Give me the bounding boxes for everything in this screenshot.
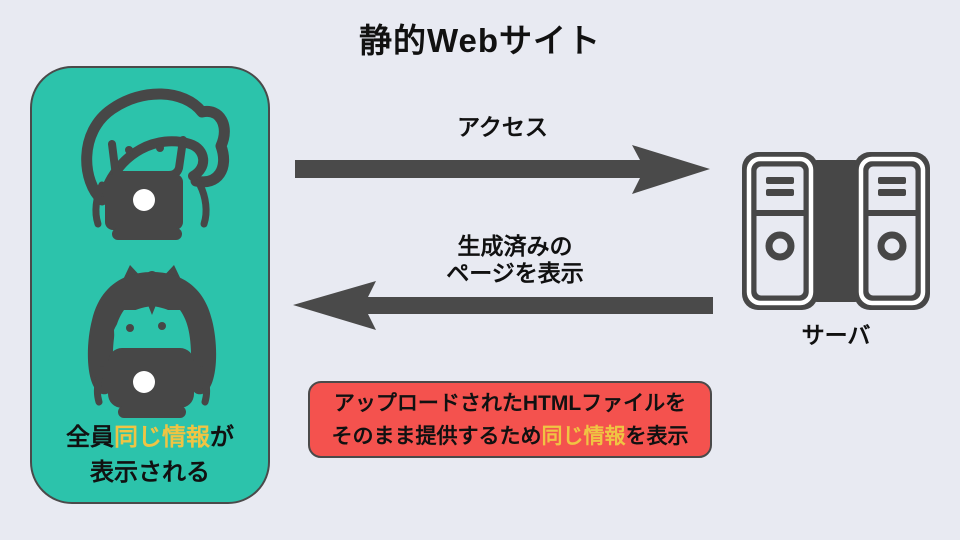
explanation-note: アップロードされたHTMLファイルを そのまま提供するため同じ情報を表示 <box>308 381 712 458</box>
note-text: を表示 <box>625 424 689 448</box>
note-line1: アップロードされたHTMLファイルを <box>333 391 687 415</box>
users-caption: 全員同じ情報が 表示される <box>32 420 268 490</box>
users-caption-line1: 全員同じ情報が <box>32 420 268 455</box>
note-text: そのまま提供するため <box>331 424 542 448</box>
server-towers-icon <box>742 152 930 310</box>
right-arrow-icon <box>295 145 710 194</box>
response-arrow-label: 生成済みの ページを表示 <box>350 233 680 287</box>
caption-highlight: 同じ情報 <box>114 424 210 451</box>
server-label: サーバ <box>801 322 871 348</box>
person-with-laptop-icon <box>81 88 230 240</box>
users-panel: 全員同じ情報が 表示される <box>30 66 270 504</box>
response-label-line1: 生成済みの <box>457 233 573 259</box>
users-caption-line2: 表示される <box>90 459 210 486</box>
girl-with-laptop-icon <box>87 265 217 418</box>
request-arrow-label: アクセス <box>457 114 548 140</box>
note-line2: そのまま提供するため同じ情報を表示 <box>332 420 689 453</box>
caption-text: 全員 <box>66 424 114 451</box>
note-highlight: 同じ情報 <box>541 424 626 448</box>
caption-text: が <box>210 424 234 451</box>
left-arrow-icon <box>293 281 713 330</box>
page-title: 静的Webサイト <box>358 22 602 59</box>
response-label-line2: ページを表示 <box>446 260 584 286</box>
